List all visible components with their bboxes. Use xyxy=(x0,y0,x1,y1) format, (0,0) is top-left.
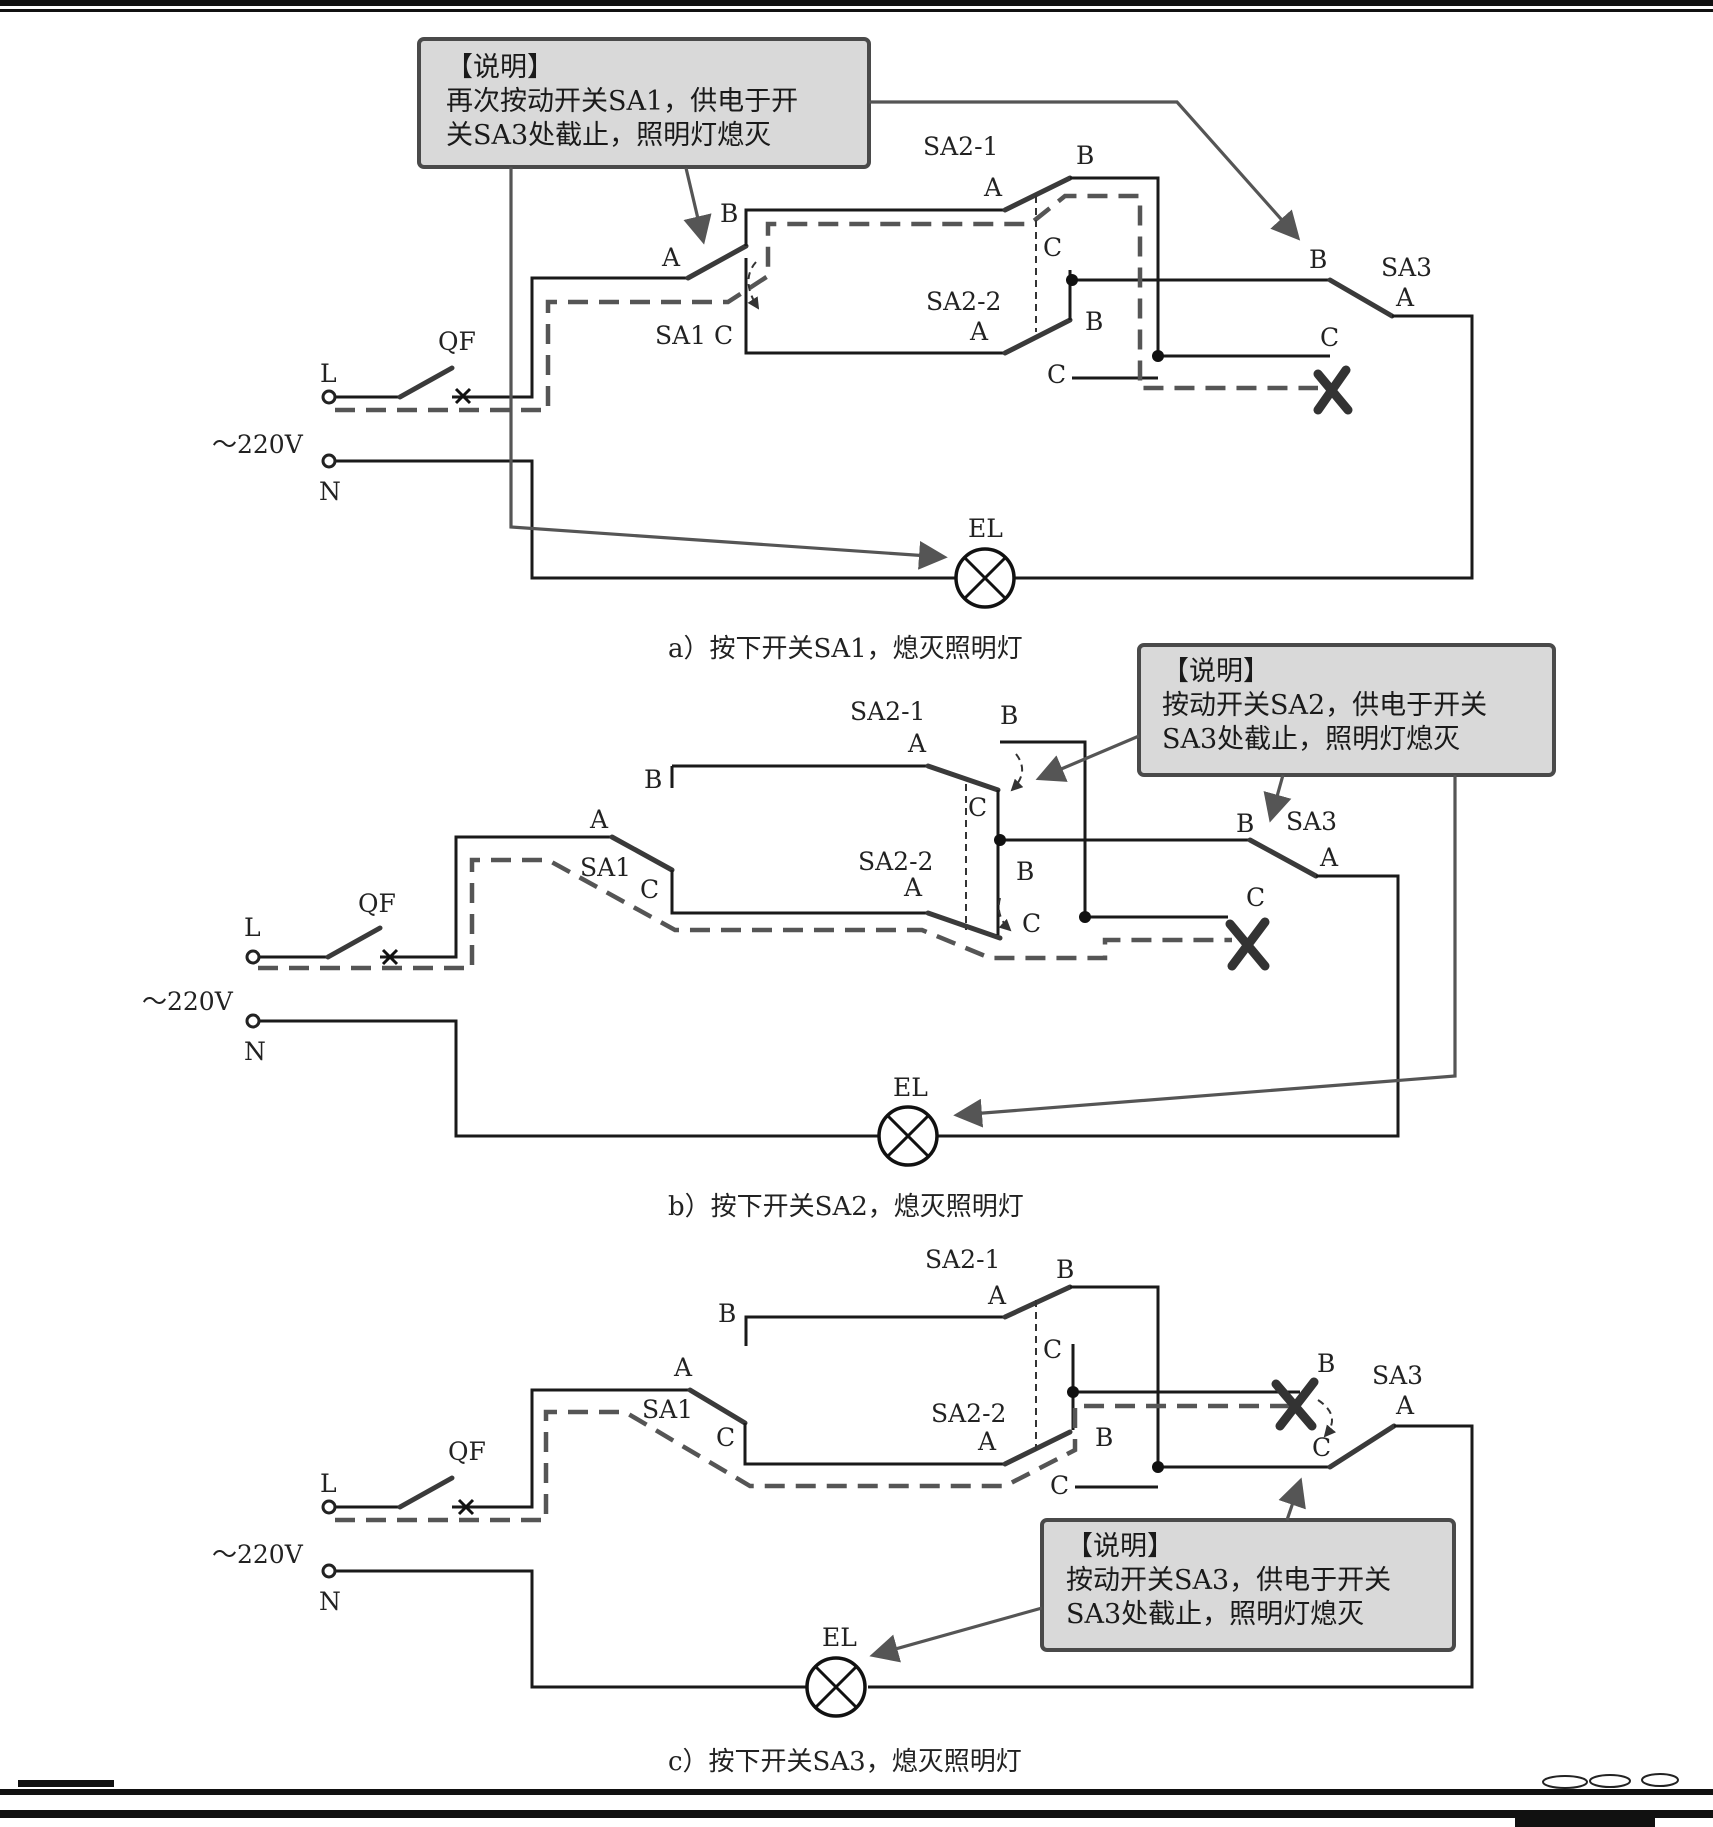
label-C: C xyxy=(1050,1471,1069,1500)
label-A: A xyxy=(907,729,927,758)
note-a-title: 【说明】 xyxy=(446,52,554,83)
label-C: C xyxy=(1043,233,1062,262)
diagram-a: 【说明】 再次按动开关SA1，供电于开 关SA3处截止，照明灯熄灭 L N ～2… xyxy=(212,37,1474,664)
label-QF-a: QF xyxy=(438,327,476,356)
note-c-line1: 按动开关SA3，供电于开关 xyxy=(1066,1565,1391,1596)
caption-b: b）按下开关SA2，熄灭照明灯 xyxy=(668,1192,1024,1222)
label-N-a: N xyxy=(319,477,341,506)
diagram-b: 【说明】 按动开关SA2，供电于开关 SA3处截止，照明灯熄灭 L N ～220… xyxy=(142,643,1556,1222)
label-SA2-1-a: SA2-1 xyxy=(923,132,998,161)
note-box-b: 【说明】 按动开关SA2，供电于开关 SA3处截止，照明灯熄灭 xyxy=(1137,643,1556,777)
terminal-N-b xyxy=(245,1013,261,1029)
label-voltage-c: ～220V xyxy=(212,1540,304,1569)
label-SA3-c: SA3 xyxy=(1372,1361,1423,1390)
diagram-c: 【说明】 按动开关SA3，供电于开关 SA3处截止，照明灯熄灭 L N ～220… xyxy=(212,1245,1474,1777)
label-EL-a: EL xyxy=(968,514,1003,543)
label-A: A xyxy=(673,1353,693,1382)
label-B: B xyxy=(720,199,738,228)
cutoff-mark-a xyxy=(1313,365,1353,415)
label-C: C xyxy=(1246,883,1265,912)
label-C: C xyxy=(1320,323,1339,352)
label-C: C xyxy=(716,1423,735,1452)
note-a-line2: 关SA3处截止，照明灯熄灭 xyxy=(446,120,771,151)
label-A: A xyxy=(983,173,1003,202)
label-SA1-c: SA1 xyxy=(642,1395,693,1424)
label-B: B xyxy=(1236,809,1254,838)
label-L-a: L xyxy=(320,359,337,388)
label-L-c: L xyxy=(320,1469,337,1498)
label-QF-c: QF xyxy=(448,1437,486,1466)
label-B: B xyxy=(1016,857,1034,886)
label-N-c: N xyxy=(319,1587,341,1616)
label-QF-b: QF xyxy=(358,889,396,918)
note-a-line1: 再次按动开关SA1，供电于开 xyxy=(446,86,798,117)
label-B: B xyxy=(718,1299,736,1328)
lamp-EL-a xyxy=(954,547,1016,609)
note-b-title: 【说明】 xyxy=(1162,656,1270,687)
label-SA3-b: SA3 xyxy=(1286,807,1337,836)
label-C: C xyxy=(968,793,987,822)
label-A: A xyxy=(661,243,681,272)
label-N-b: N xyxy=(244,1037,266,1066)
label-SA1-b: SA1 xyxy=(580,853,631,882)
note-b-line1: 按动开关SA2，供电于开关 xyxy=(1162,690,1487,721)
label-A: A xyxy=(589,805,609,834)
label-voltage-b: ～220V xyxy=(142,987,234,1016)
label-EL-c: EL xyxy=(822,1623,857,1652)
label-A: A xyxy=(903,873,923,902)
label-A: A xyxy=(1395,1391,1415,1420)
label-voltage-a: ～220V xyxy=(212,430,304,459)
label-B: B xyxy=(1317,1349,1335,1378)
label-SA3-a: SA3 xyxy=(1381,253,1432,282)
lamp-EL-b xyxy=(877,1105,939,1167)
label-C: C xyxy=(640,875,659,904)
note-box-c: 【说明】 按动开关SA3，供电于开关 SA3处截止，照明灯熄灭 xyxy=(1040,1518,1456,1652)
terminal-L-c xyxy=(321,1499,337,1515)
label-A: A xyxy=(1319,843,1339,872)
label-B: B xyxy=(1309,245,1327,274)
page-ornament xyxy=(1542,1773,1679,1789)
terminal-N-a xyxy=(321,453,337,469)
caption-c: c）按下开关SA3，熄灭照明灯 xyxy=(668,1747,1022,1777)
label-SA2-1-b: SA2-1 xyxy=(850,697,925,726)
note-box-a: 【说明】 再次按动开关SA1，供电于开 关SA3处截止，照明灯熄灭 xyxy=(417,37,871,169)
terminal-L-a xyxy=(321,389,337,405)
label-SA1-a: SA1 C xyxy=(655,321,733,350)
label-EL-b: EL xyxy=(893,1073,928,1102)
caption-a: a）按下开关SA1，熄灭照明灯 xyxy=(668,634,1023,664)
label-B: B xyxy=(1000,701,1018,730)
label-B: B xyxy=(1085,307,1103,336)
label-A: A xyxy=(1395,283,1415,312)
label-A: A xyxy=(987,1281,1007,1310)
lamp-EL-c xyxy=(805,1656,867,1718)
label-C: C xyxy=(1022,909,1041,938)
note-c-title: 【说明】 xyxy=(1066,1531,1174,1562)
label-C: C xyxy=(1043,1335,1062,1364)
label-C: C xyxy=(1047,360,1066,389)
terminal-L-b xyxy=(245,949,261,965)
label-L-b: L xyxy=(244,913,261,942)
terminal-N-c xyxy=(321,1563,337,1579)
label-SA2-2-a: SA2-2 xyxy=(926,287,1001,316)
label-C: C xyxy=(1312,1433,1331,1462)
label-B: B xyxy=(1095,1423,1113,1452)
label-B: B xyxy=(644,765,662,794)
label-SA2-2-b: SA2-2 xyxy=(858,847,933,876)
cutoff-mark-b xyxy=(1225,917,1270,971)
label-A: A xyxy=(977,1427,997,1456)
cutoff-mark-c xyxy=(1271,1377,1319,1431)
label-SA2-2-c: SA2-2 xyxy=(931,1399,1006,1428)
label-A: A xyxy=(969,317,989,346)
note-c-line2: SA3处截止，照明灯熄灭 xyxy=(1066,1599,1364,1630)
label-B: B xyxy=(1056,1255,1074,1284)
label-B: B xyxy=(1076,141,1094,170)
note-b-line2: SA3处截止，照明灯熄灭 xyxy=(1162,724,1460,755)
label-SA2-1-c: SA2-1 xyxy=(925,1245,1000,1274)
